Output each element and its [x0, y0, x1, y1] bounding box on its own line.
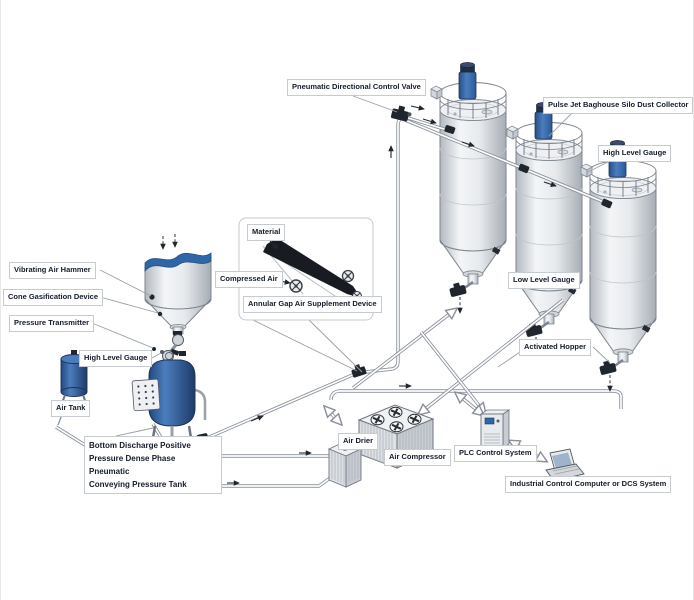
label-pressure-tank: Bottom Discharge Positive Pressure Dense…: [84, 436, 222, 494]
label-low-level-gauge: Low Level Gauge: [508, 272, 580, 289]
leader-lines: [91, 95, 610, 437]
label-pressure-tank-line2: Pressure Dense Phase Pneumatic: [89, 454, 176, 476]
label-pressure-transmitter: Pressure Transmitter: [9, 315, 95, 332]
material-arrow: [269, 240, 279, 250]
silo-1: [438, 61, 508, 299]
cone-gasification-icon: [157, 311, 163, 317]
silo-hatch-icon: [430, 85, 443, 100]
label-high-level-gauge-right: High Level Gauge: [598, 145, 672, 162]
label-air-tank: Air Tank: [51, 400, 91, 417]
label-cone-gasification-device: Cone Gasification Device: [3, 289, 104, 306]
label-plc-control-system: PLC Control System: [454, 445, 537, 462]
label-vibrating-air-hammer: Vibrating Air Hammer: [9, 262, 96, 279]
pipe-inlet-fittings: [444, 124, 613, 209]
label-high-level-gauge-left: High Level Gauge: [79, 350, 153, 367]
venturi-device-icon: [263, 238, 361, 298]
label-air-drier: Air Drier: [338, 433, 379, 450]
label-pneumatic-directional-control-valve: Pneumatic Directional Control Valve: [287, 79, 426, 96]
silo-3: [588, 139, 658, 377]
feed-hopper: [144, 252, 212, 367]
plc-cabinet: [479, 409, 511, 449]
flow-arrows: [96, 105, 557, 486]
label-industrial-control-computer: Industrial Control Computer or DCS Syste…: [505, 476, 672, 493]
label-compressed-air: Compressed Air: [215, 271, 283, 288]
label-air-compressor: Air Compressor: [384, 449, 451, 466]
label-pulse-jet-baghouse-silo-dust-collector: Pulse Jet Baghouse Silo Dust Collector: [543, 97, 693, 114]
inset-detail-box: [238, 217, 374, 373]
plc-screen-icon: [484, 417, 495, 425]
label-material: Material: [247, 224, 286, 241]
silo-2: [514, 101, 584, 339]
label-pressure-tank-line3: Conveying Pressure Tank: [89, 480, 187, 489]
silo-hatch-icon: [506, 125, 519, 140]
label-annular-gap-air-supplement-device: Annular Gap Air Supplement Device: [243, 296, 382, 313]
label-pressure-tank-line1: Bottom Discharge Positive: [89, 441, 191, 450]
label-activated-hopper: Activated Hopper: [519, 339, 592, 356]
